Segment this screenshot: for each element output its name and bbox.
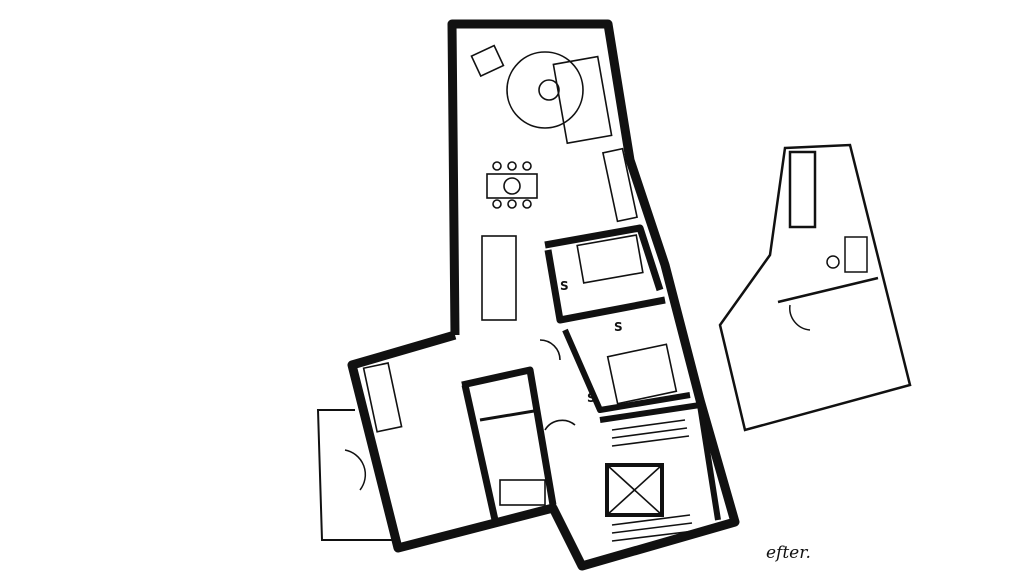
interior-wall-kitchen — [544, 224, 664, 292]
balcony-annex — [316, 409, 395, 541]
dining-chairs — [492, 161, 532, 209]
room-label-s3: S — [587, 391, 596, 405]
interior-wall-bath — [461, 366, 557, 506]
armchair — [470, 44, 505, 78]
furniture — [362, 44, 695, 542]
sofa — [552, 55, 613, 145]
outer-wall — [347, 19, 740, 571]
kitchen-island — [481, 235, 517, 321]
main-apartment — [347, 19, 740, 571]
elevator — [605, 463, 664, 517]
bed — [576, 234, 644, 284]
stairs — [611, 419, 695, 542]
separate-building — [718, 143, 912, 432]
stair-run — [788, 150, 817, 229]
coffee-table — [538, 79, 560, 101]
door-swing-2 — [544, 419, 576, 431]
dining-table — [486, 173, 538, 199]
room-label-s1: S — [560, 279, 569, 293]
interior-wall-bath2 — [461, 384, 499, 521]
dining-lamp — [503, 177, 521, 195]
interior-wall-hall — [479, 408, 541, 422]
bathtub — [499, 479, 546, 506]
round-rug — [506, 51, 584, 129]
desk — [362, 362, 403, 433]
interior-wall-bedroom — [544, 249, 666, 324]
door-swing — [539, 339, 561, 361]
interior-wall-stair — [599, 402, 721, 521]
interior-wall-bedroom2 — [562, 328, 691, 413]
counter — [601, 147, 639, 223]
after-note: efter. — [766, 543, 811, 563]
bed-2 — [606, 343, 678, 405]
room-label-s2: S — [614, 320, 623, 334]
